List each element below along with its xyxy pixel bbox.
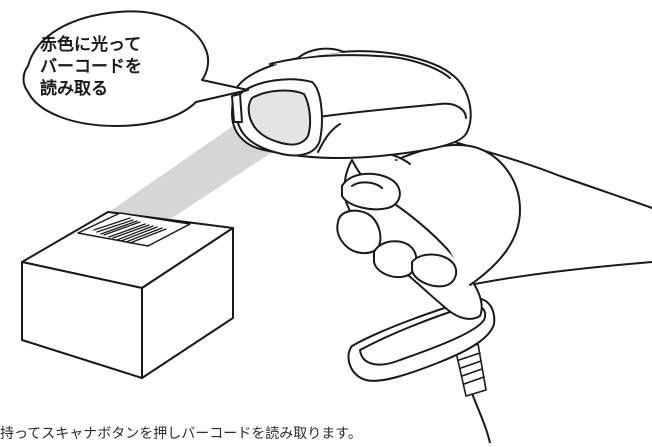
finger-ring xyxy=(374,241,416,277)
hand-fingers xyxy=(337,145,520,286)
left-side-grip xyxy=(232,94,242,122)
bubble-line-3: 読み取る xyxy=(40,78,190,100)
bubble-text: 赤色に光って バーコードを 読み取る xyxy=(40,34,190,100)
bubble-line-1: 赤色に光って xyxy=(40,34,190,56)
bubble-line-2: バーコードを xyxy=(40,56,190,78)
finger-index xyxy=(342,174,400,210)
instruction-caption: 持ってスキャナボタンを押しバーコードを読み取ります。 xyxy=(0,426,490,443)
arm-lower-edge xyxy=(470,262,652,285)
scanner-head xyxy=(232,49,471,158)
